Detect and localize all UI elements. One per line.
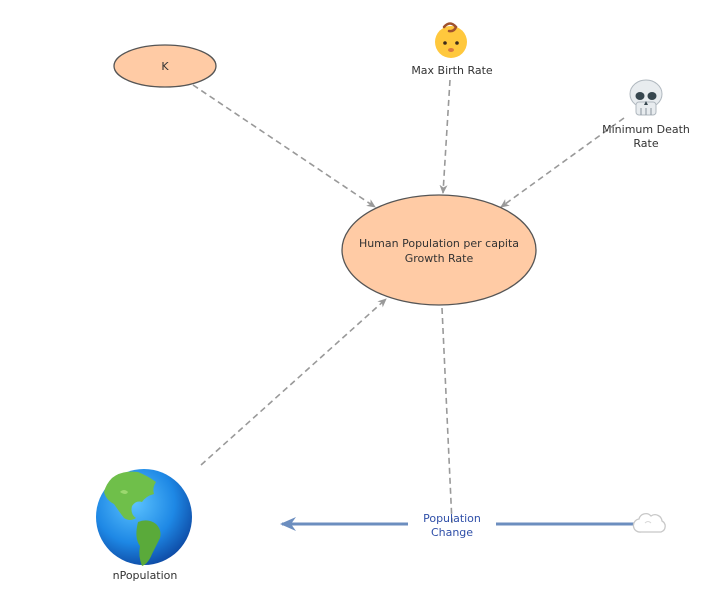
variable-growth-rate-shape[interactable] (341, 194, 537, 306)
variable-max-birth-rate-label: Max Birth Rate (411, 64, 493, 77)
baby-icon (435, 22, 467, 58)
link-death-rate-to-growth-rate[interactable] (500, 117, 625, 208)
variable-growth-rate-label-line1: Human Population per capita (359, 237, 519, 250)
variable-minimum-death-rate-label-line1: Minimum Death (602, 123, 690, 136)
variable-minimum-death-rate[interactable]: Minimum Death Rate (602, 79, 690, 150)
link-growth-rate-to-population-change[interactable] (441, 307, 453, 524)
flow-population-change-label-line2: Change (431, 526, 473, 539)
cloud-source-icon[interactable] (632, 513, 666, 533)
variable-k-label: K (161, 60, 169, 73)
variable-max-birth-rate[interactable]: Max Birth Rate (411, 22, 493, 78)
variable-growth-rate-label-line2: Growth Rate (405, 252, 474, 265)
skull-icon (629, 79, 663, 116)
flow-population-change[interactable]: Population Change (423, 512, 481, 539)
variable-k[interactable]: K (113, 44, 217, 88)
variable-minimum-death-rate-label-line2: Rate (633, 137, 658, 150)
variable-growth-rate[interactable]: Human Population per capita Growth Rate (341, 194, 537, 306)
link-birth-rate-to-growth-rate[interactable] (439, 79, 451, 194)
link-population-to-growth-rate[interactable] (200, 298, 387, 466)
flow-population-change-label-line1: Population (423, 512, 481, 525)
stock-population[interactable]: nPopulation (96, 469, 192, 582)
stock-population-label: nPopulation (113, 569, 178, 582)
variable-k-shape[interactable] (113, 44, 217, 88)
link-k-to-growth-rate[interactable] (192, 84, 376, 208)
globe-americas-icon (96, 469, 192, 566)
